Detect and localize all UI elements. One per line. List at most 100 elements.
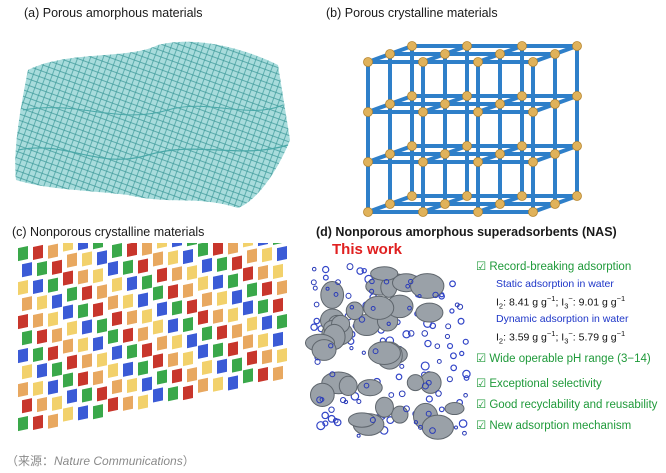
lattice-node [473,207,483,217]
linker-ring [356,267,364,275]
lattice-node [572,191,582,201]
lattice-node [363,207,373,217]
lattice-node [363,107,373,117]
crystal-block [157,369,167,385]
crystal-block [168,318,178,334]
linker-ring [449,308,455,314]
linker-ring [403,405,410,413]
crystal-block [142,376,152,392]
crystal-block [63,270,73,286]
crystal-block [112,243,122,259]
crystal-block [48,277,58,293]
lattice-node [418,107,428,117]
panel-b-title: (b) Porous crystalline materials [326,6,498,20]
lattice-node [495,199,505,209]
lattice-node [528,107,538,117]
linker-ring [446,342,454,350]
lattice-node [418,57,428,67]
linker-ring [424,339,432,348]
lattice-node [407,91,417,101]
lattice-node [550,199,560,209]
linker-ring [332,417,339,424]
linker-ring [450,364,458,372]
adsorbent-disk [410,273,445,299]
linker-ring [446,376,453,383]
crystal-block [258,243,268,247]
linker-ring [444,333,451,339]
crystal-block [78,303,88,319]
adsorbent-disk [367,341,401,365]
crystal-block [187,265,197,281]
crystal-block [78,269,88,285]
linker-ring [462,430,467,436]
crystal-block [243,300,253,316]
crystal-block [22,364,32,380]
crystal-block [198,309,208,325]
crystal-block [213,308,223,324]
crystal-block [48,243,58,259]
lattice-node [385,99,395,109]
adsorbent-disk [357,379,383,397]
crystal-block [187,243,197,247]
adsorbent-disk [391,405,409,424]
static-adsorption-title: Static adsorption in water [496,278,614,290]
crystal-block [183,350,193,367]
linker-ring [421,330,429,337]
crystal-block [273,365,283,381]
crystal-block [82,285,92,301]
linker-ring [462,369,471,379]
linker-ring [349,346,354,351]
linker-ring [313,301,320,308]
linker-ring [322,420,329,427]
crystal-block [277,313,287,330]
crystal-block [112,345,122,361]
crystal-block [262,349,272,365]
linker-ring [417,293,422,299]
crystal-block [93,243,103,250]
crystal-block [262,315,272,331]
linker-ring [361,267,367,274]
crystal-block [127,343,137,359]
linker-ring [383,279,390,285]
crystal-block [112,311,122,327]
lattice-node [407,41,417,51]
crystal-block [277,279,287,296]
linker-ring [313,317,321,325]
crystal-block [18,314,28,330]
crystal-block [198,243,208,257]
feature-record-adsorption: ☑Record-breaking adsorption [476,261,632,273]
linker-ring [418,424,423,430]
crystal-block [168,250,178,266]
crystal-block [82,251,92,267]
linker-ring [325,286,330,291]
linker-ring [398,390,406,398]
linker-ring [328,343,334,349]
crystal-block [228,375,238,391]
linker-ring [316,396,324,404]
crystal-block [157,335,167,351]
adsorbent-disk [421,414,454,440]
crystal-block [262,247,272,263]
crystal-block [22,296,32,312]
crystal-block [63,243,73,252]
crystal-block [138,394,148,410]
linker-ring [408,278,414,285]
crystal-block [37,260,47,277]
crystal-block [33,244,43,260]
crystal-block [52,361,62,377]
crystal-block [187,333,197,349]
crystal-block [232,255,242,271]
crystal-block [37,396,47,413]
crystal-block [202,359,212,376]
crystal-block [18,246,28,262]
lattice-node [495,99,505,109]
linker-ring [314,358,321,365]
linker-ring [346,263,354,271]
lattice-node [528,157,538,167]
linker-ring [425,395,433,403]
crystal-block [187,367,197,383]
crystal-block [258,265,268,281]
linker-ring [407,305,412,311]
adsorbent-disk [415,302,444,323]
lattice-node [572,91,582,101]
